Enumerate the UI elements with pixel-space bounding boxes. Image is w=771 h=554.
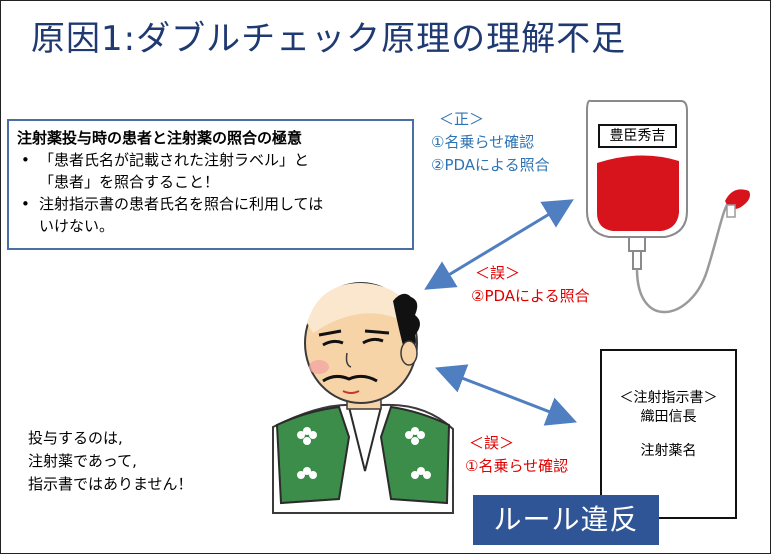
correct-header: ＜正＞ — [439, 110, 485, 128]
note-line: 投与するのは, — [28, 429, 123, 447]
arrow-patient-order — [435, 364, 577, 426]
order-sheet-patient: 織田信長 — [640, 409, 697, 425]
rule-list: 「患者氏名が記載された注射ラベル」と 「患者」を照合すること！ 注射指示書の患者… — [17, 149, 404, 237]
correct-item-pda: ②PDAによる照合 — [431, 156, 550, 174]
iv-bag-label: 豊臣秀吉 — [598, 124, 677, 148]
correct-item-name-check: ①名乗らせ確認 — [431, 133, 535, 151]
rule-bullet-line: いけない。 — [39, 217, 115, 235]
rule-heading: 注射薬投与時の患者と注射薬の照合の極意 — [17, 129, 303, 147]
arrow-patient-iv — [424, 199, 574, 290]
rule-bullet: 「患者氏名が記載された注射ラベル」と 「患者」を照合すること！ — [21, 149, 404, 193]
rule-box: 注射薬投与時の患者と注射薬の照合の極意 「患者氏名が記載された注射ラベル」と 「… — [7, 119, 414, 250]
order-sheet: ＜注射指示書＞ 織田信長 注射薬名 — [600, 349, 737, 519]
slide-title: 原因1:ダブルチェック原理の理解不足 — [31, 19, 627, 59]
rule-violation-badge: ルール違反 — [473, 495, 659, 545]
patient-samurai-icon — [272, 282, 454, 514]
wrong-pda-header: ＜誤＞ — [475, 264, 521, 282]
rule-bullet: 注射指示書の患者氏名を照合に利用しては いけない。 — [21, 193, 404, 237]
note-line: 指示書ではありません！ — [28, 475, 193, 493]
rule-bullet-line: 「患者氏名が記載された注射ラベル」と — [39, 151, 310, 169]
rule-bullet-line: 注射指示書の患者氏名を照合に利用しては — [39, 195, 324, 213]
note-line: 注射薬であって, — [28, 452, 137, 470]
note-text: 投与するのは, 注射薬であって, 指示書ではありません！ — [28, 427, 193, 496]
rule-bullet-line: 「患者」を照合すること！ — [39, 173, 220, 191]
order-sheet-title: ＜注射指示書＞ — [619, 390, 718, 406]
order-sheet-drug: 注射薬名 — [640, 443, 697, 459]
wrong-name-item: ①名乗らせ確認 — [465, 457, 569, 475]
wrong-pda-item: ②PDAによる照合 — [471, 287, 590, 305]
wrong-name-header: ＜誤＞ — [469, 434, 515, 452]
